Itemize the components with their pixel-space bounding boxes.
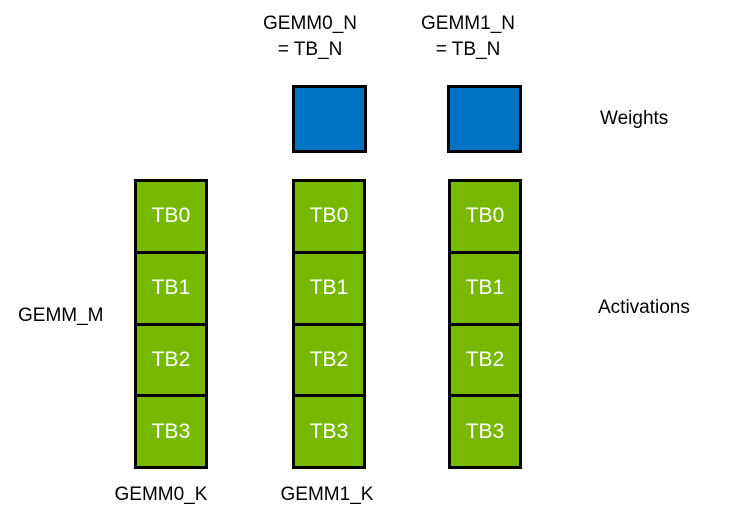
thread-block-cell-tb1: TB1: [451, 250, 519, 323]
gemm-m-label: GEMM_M: [18, 305, 104, 326]
thread-block-cell-tb2: TB2: [451, 322, 519, 395]
thread-block-cell-tb1: TB1: [295, 250, 363, 323]
activations-column-2: TB0 TB1 TB2 TB3: [448, 179, 522, 469]
gemm1-n-label-line2: = TB_N: [435, 39, 501, 60]
thread-block-cell-tb3: TB3: [451, 394, 519, 466]
thread-block-cell-tb2: TB2: [137, 322, 205, 395]
activations-column-1: TB0 TB1 TB2 TB3: [292, 179, 366, 469]
weights-block-gemm1: [447, 85, 522, 153]
activations-label: Activations: [598, 297, 690, 318]
gemm0-n-label: GEMM0_N = TB_N: [230, 11, 390, 63]
weights-block-gemm0: [292, 85, 367, 153]
thread-block-cell-tb3: TB3: [295, 394, 363, 466]
thread-block-cell-tb0: TB0: [295, 182, 363, 251]
gemm0-k-label: GEMM0_K: [114, 484, 208, 505]
gemm1-k-label: GEMM1_K: [280, 484, 374, 505]
thread-block-cell-tb0: TB0: [451, 182, 519, 251]
thread-block-cell-tb1: TB1: [137, 250, 205, 323]
thread-block-cell-tb2: TB2: [295, 322, 363, 395]
gemm0-n-label-line1: GEMM0_N: [263, 13, 357, 34]
thread-block-cell-tb0: TB0: [137, 182, 205, 251]
thread-block-cell-tb3: TB3: [137, 394, 205, 466]
activations-column-0: TB0 TB1 TB2 TB3: [134, 179, 208, 469]
weights-label: Weights: [600, 108, 669, 129]
gemm0-n-label-line2: = TB_N: [277, 39, 343, 60]
gemm1-n-label-line1: GEMM1_N: [421, 13, 515, 34]
gemm1-n-label: GEMM1_N = TB_N: [388, 11, 548, 63]
